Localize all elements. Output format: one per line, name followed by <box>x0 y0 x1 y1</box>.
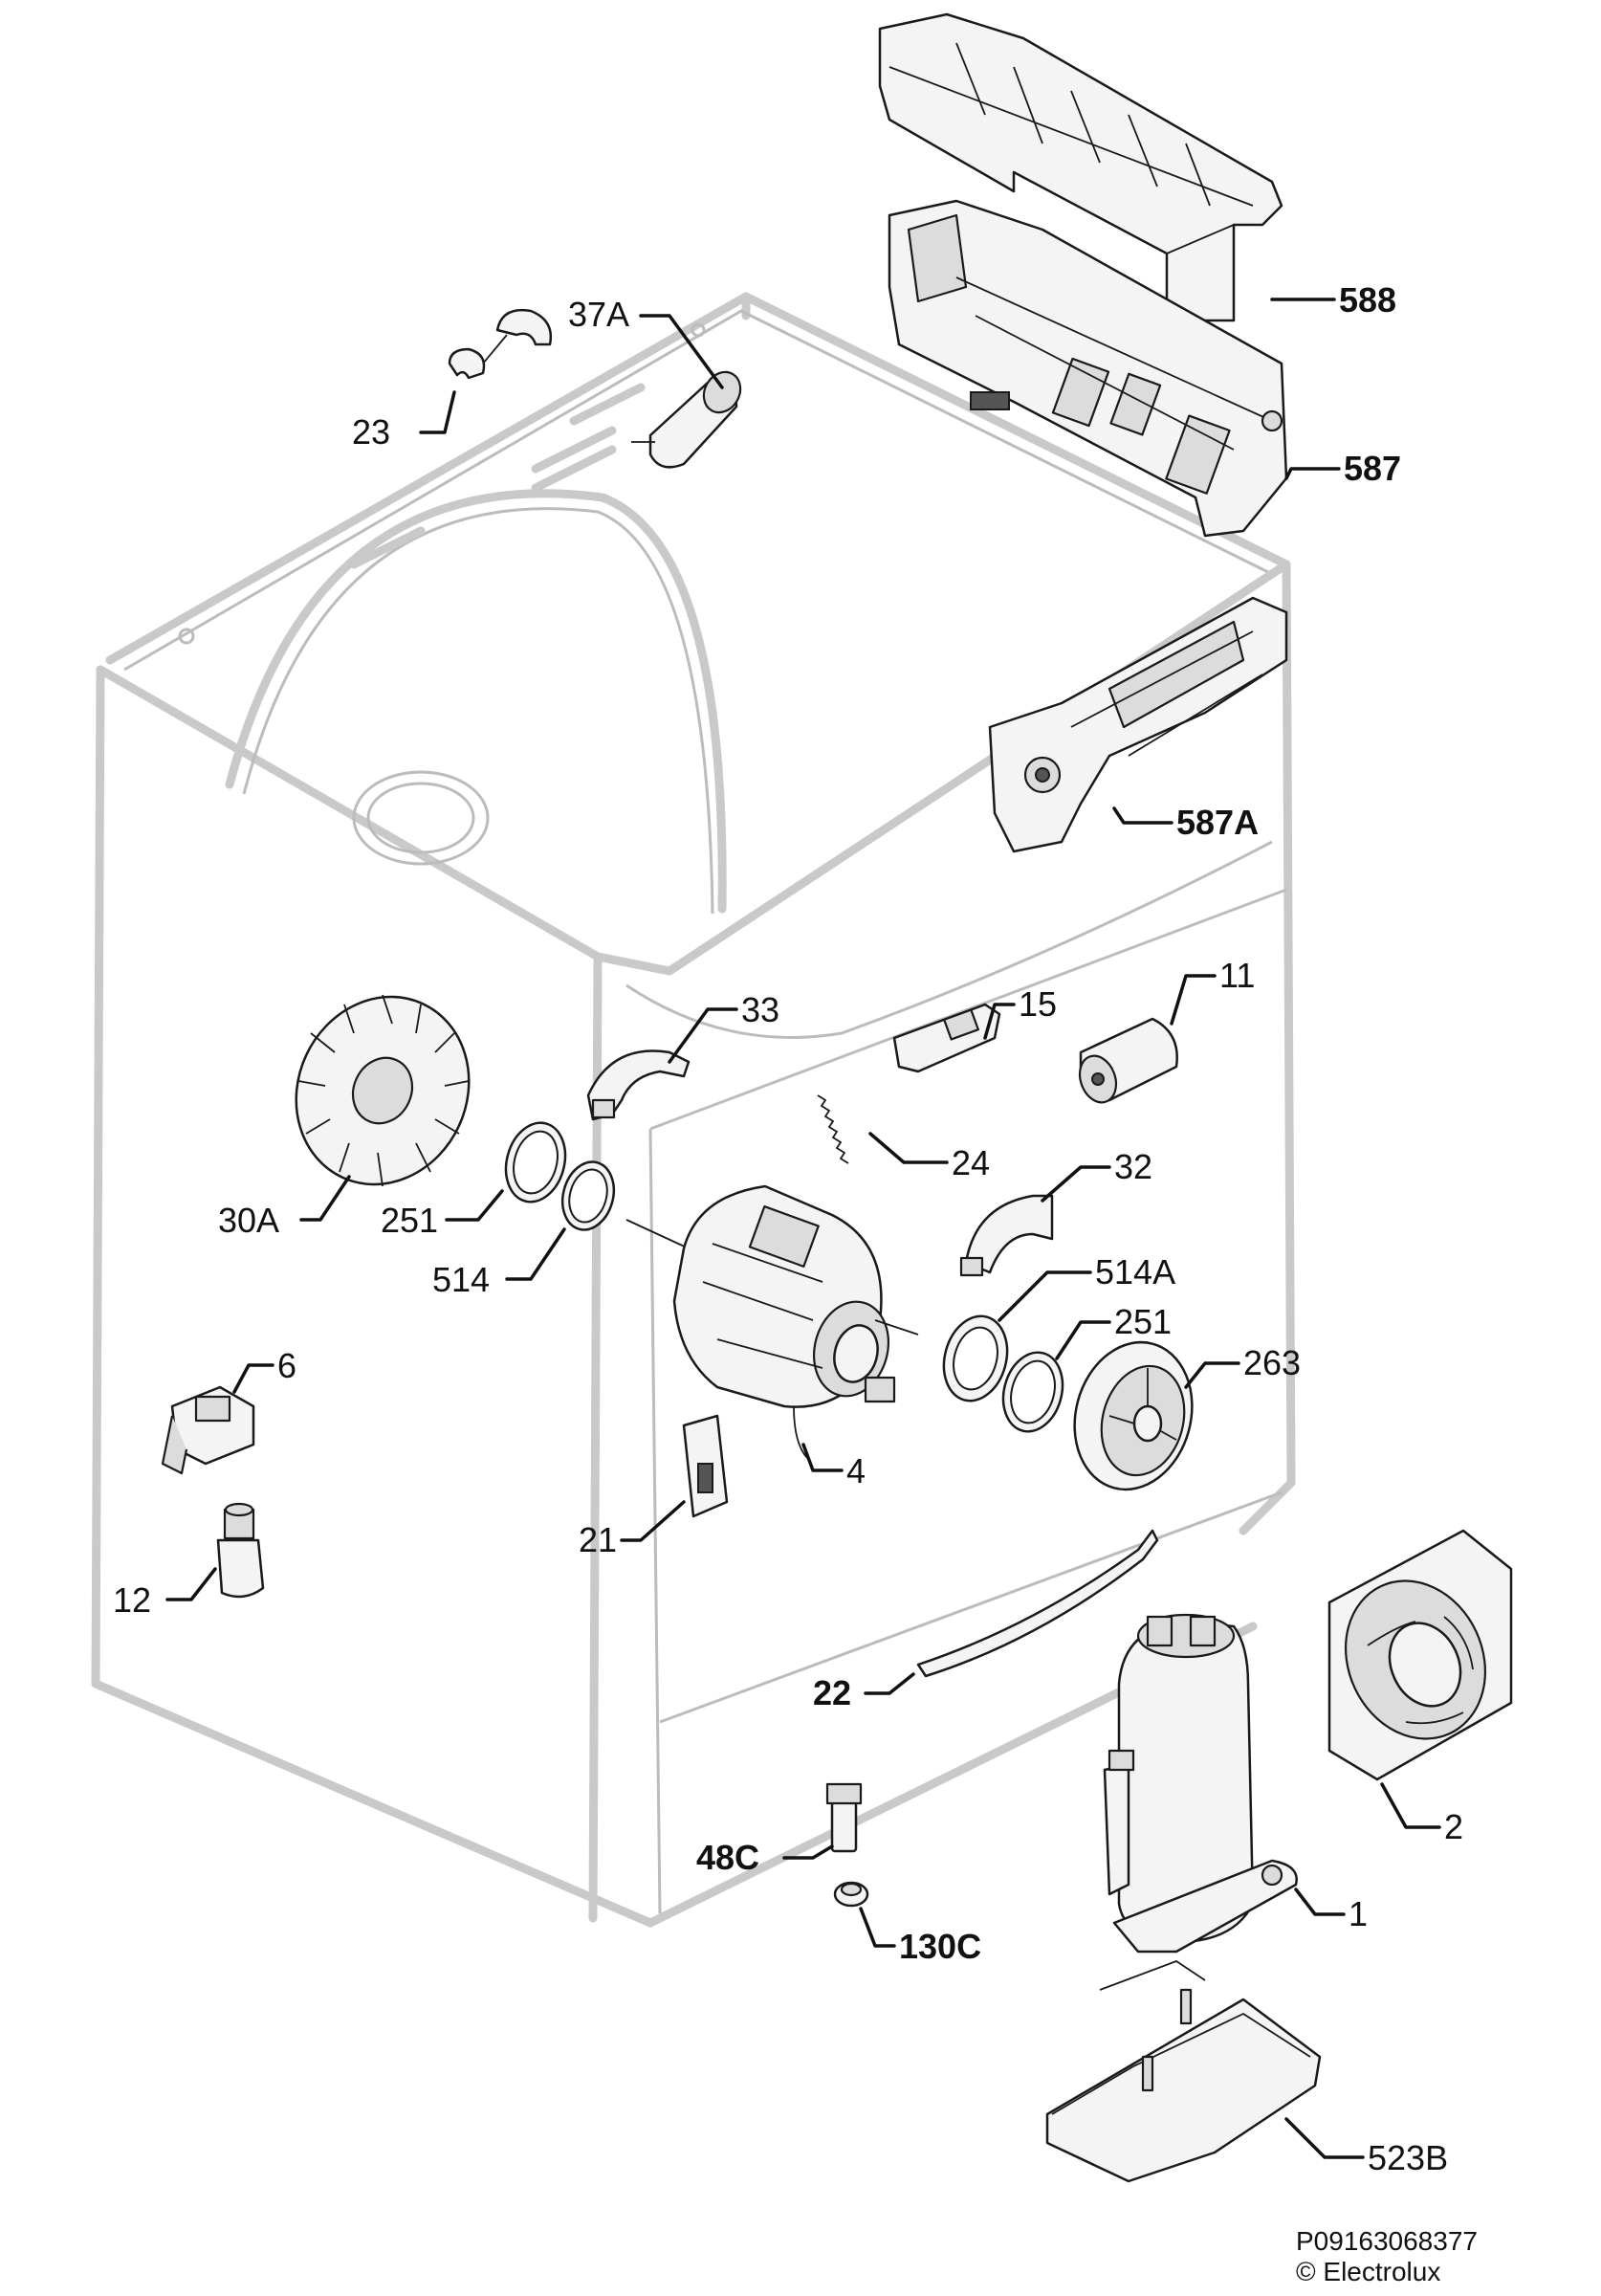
label-2: 2 <box>1444 1807 1463 1846</box>
leader-lines <box>165 298 1441 2159</box>
label-587: 587 <box>1344 449 1401 488</box>
part-263-pulley[interactable] <box>1059 1329 1208 1503</box>
part-labels: 588 587 37A 23 587A 33 15 11 24 30A 251 … <box>113 280 1463 2177</box>
part-21-switch[interactable] <box>682 1414 729 1518</box>
part-514A-ring-right[interactable] <box>934 1309 1016 1407</box>
part-587A-display[interactable] <box>988 596 1288 853</box>
part-33-belt-guide[interactable] <box>586 1049 691 1121</box>
part-2-axial-fan[interactable] <box>1321 1529 1513 1781</box>
label-587A: 587A <box>1176 803 1259 842</box>
label-11: 11 <box>1219 956 1255 995</box>
cabinet-outline <box>91 292 1296 1928</box>
part-587-board[interactable] <box>888 199 1288 538</box>
label-251-right: 251 <box>1114 1302 1172 1341</box>
part-23-clips[interactable] <box>448 308 553 380</box>
part-32-belt-guide[interactable] <box>959 1194 1054 1277</box>
label-22: 22 <box>813 1673 851 1712</box>
label-523B: 523B <box>1368 2138 1448 2177</box>
label-33: 33 <box>741 990 779 1029</box>
label-263: 263 <box>1243 1343 1301 1382</box>
footer-code: P09163068377 <box>1296 2226 1478 2256</box>
label-514: 514 <box>432 1260 490 1299</box>
part-251-ring-right[interactable] <box>995 1346 1071 1439</box>
label-6: 6 <box>277 1346 296 1385</box>
part-15-switch[interactable] <box>892 1003 1001 1073</box>
part-6-valve[interactable] <box>161 1385 255 1475</box>
label-21: 21 <box>579 1520 617 1559</box>
label-130C: 130C <box>899 1927 981 1966</box>
part-48C-sensor[interactable] <box>825 1782 863 1853</box>
footer-copyright: © Electrolux <box>1296 2257 1440 2286</box>
label-30A: 30A <box>218 1201 279 1240</box>
label-4: 4 <box>846 1451 866 1490</box>
part-12-filter[interactable] <box>216 1502 265 1599</box>
part-11-cylinder[interactable] <box>1074 1017 1178 1108</box>
part-523B-base-plate[interactable] <box>1045 1959 1322 2183</box>
label-37A: 37A <box>568 295 629 334</box>
label-588: 588 <box>1339 280 1396 320</box>
part-251-ring-left[interactable] <box>497 1116 574 1209</box>
label-1: 1 <box>1349 1894 1368 1933</box>
label-48C: 48C <box>696 1838 759 1877</box>
label-251-left: 251 <box>381 1201 438 1240</box>
label-24: 24 <box>952 1143 990 1182</box>
label-23: 23 <box>352 412 390 452</box>
part-37A-capacitor[interactable] <box>631 365 748 469</box>
part-22-strip[interactable] <box>916 1529 1159 1678</box>
label-12: 12 <box>113 1580 151 1620</box>
part-1-compressor[interactable] <box>1103 1613 1298 1954</box>
label-32: 32 <box>1114 1147 1152 1186</box>
part-514-ring-left[interactable] <box>556 1156 622 1235</box>
part-24-spring[interactable] <box>817 1094 849 1164</box>
part-30A-fan-wheel[interactable] <box>266 968 499 1213</box>
part-588-cover[interactable] <box>878 12 1283 322</box>
label-514A: 514A <box>1095 1252 1175 1292</box>
part-4-motor[interactable] <box>625 1184 919 1460</box>
part-130C-grommet[interactable] <box>833 1881 869 1908</box>
footer: P09163068377 © Electrolux <box>1296 2226 1478 2286</box>
label-15: 15 <box>1019 984 1057 1024</box>
